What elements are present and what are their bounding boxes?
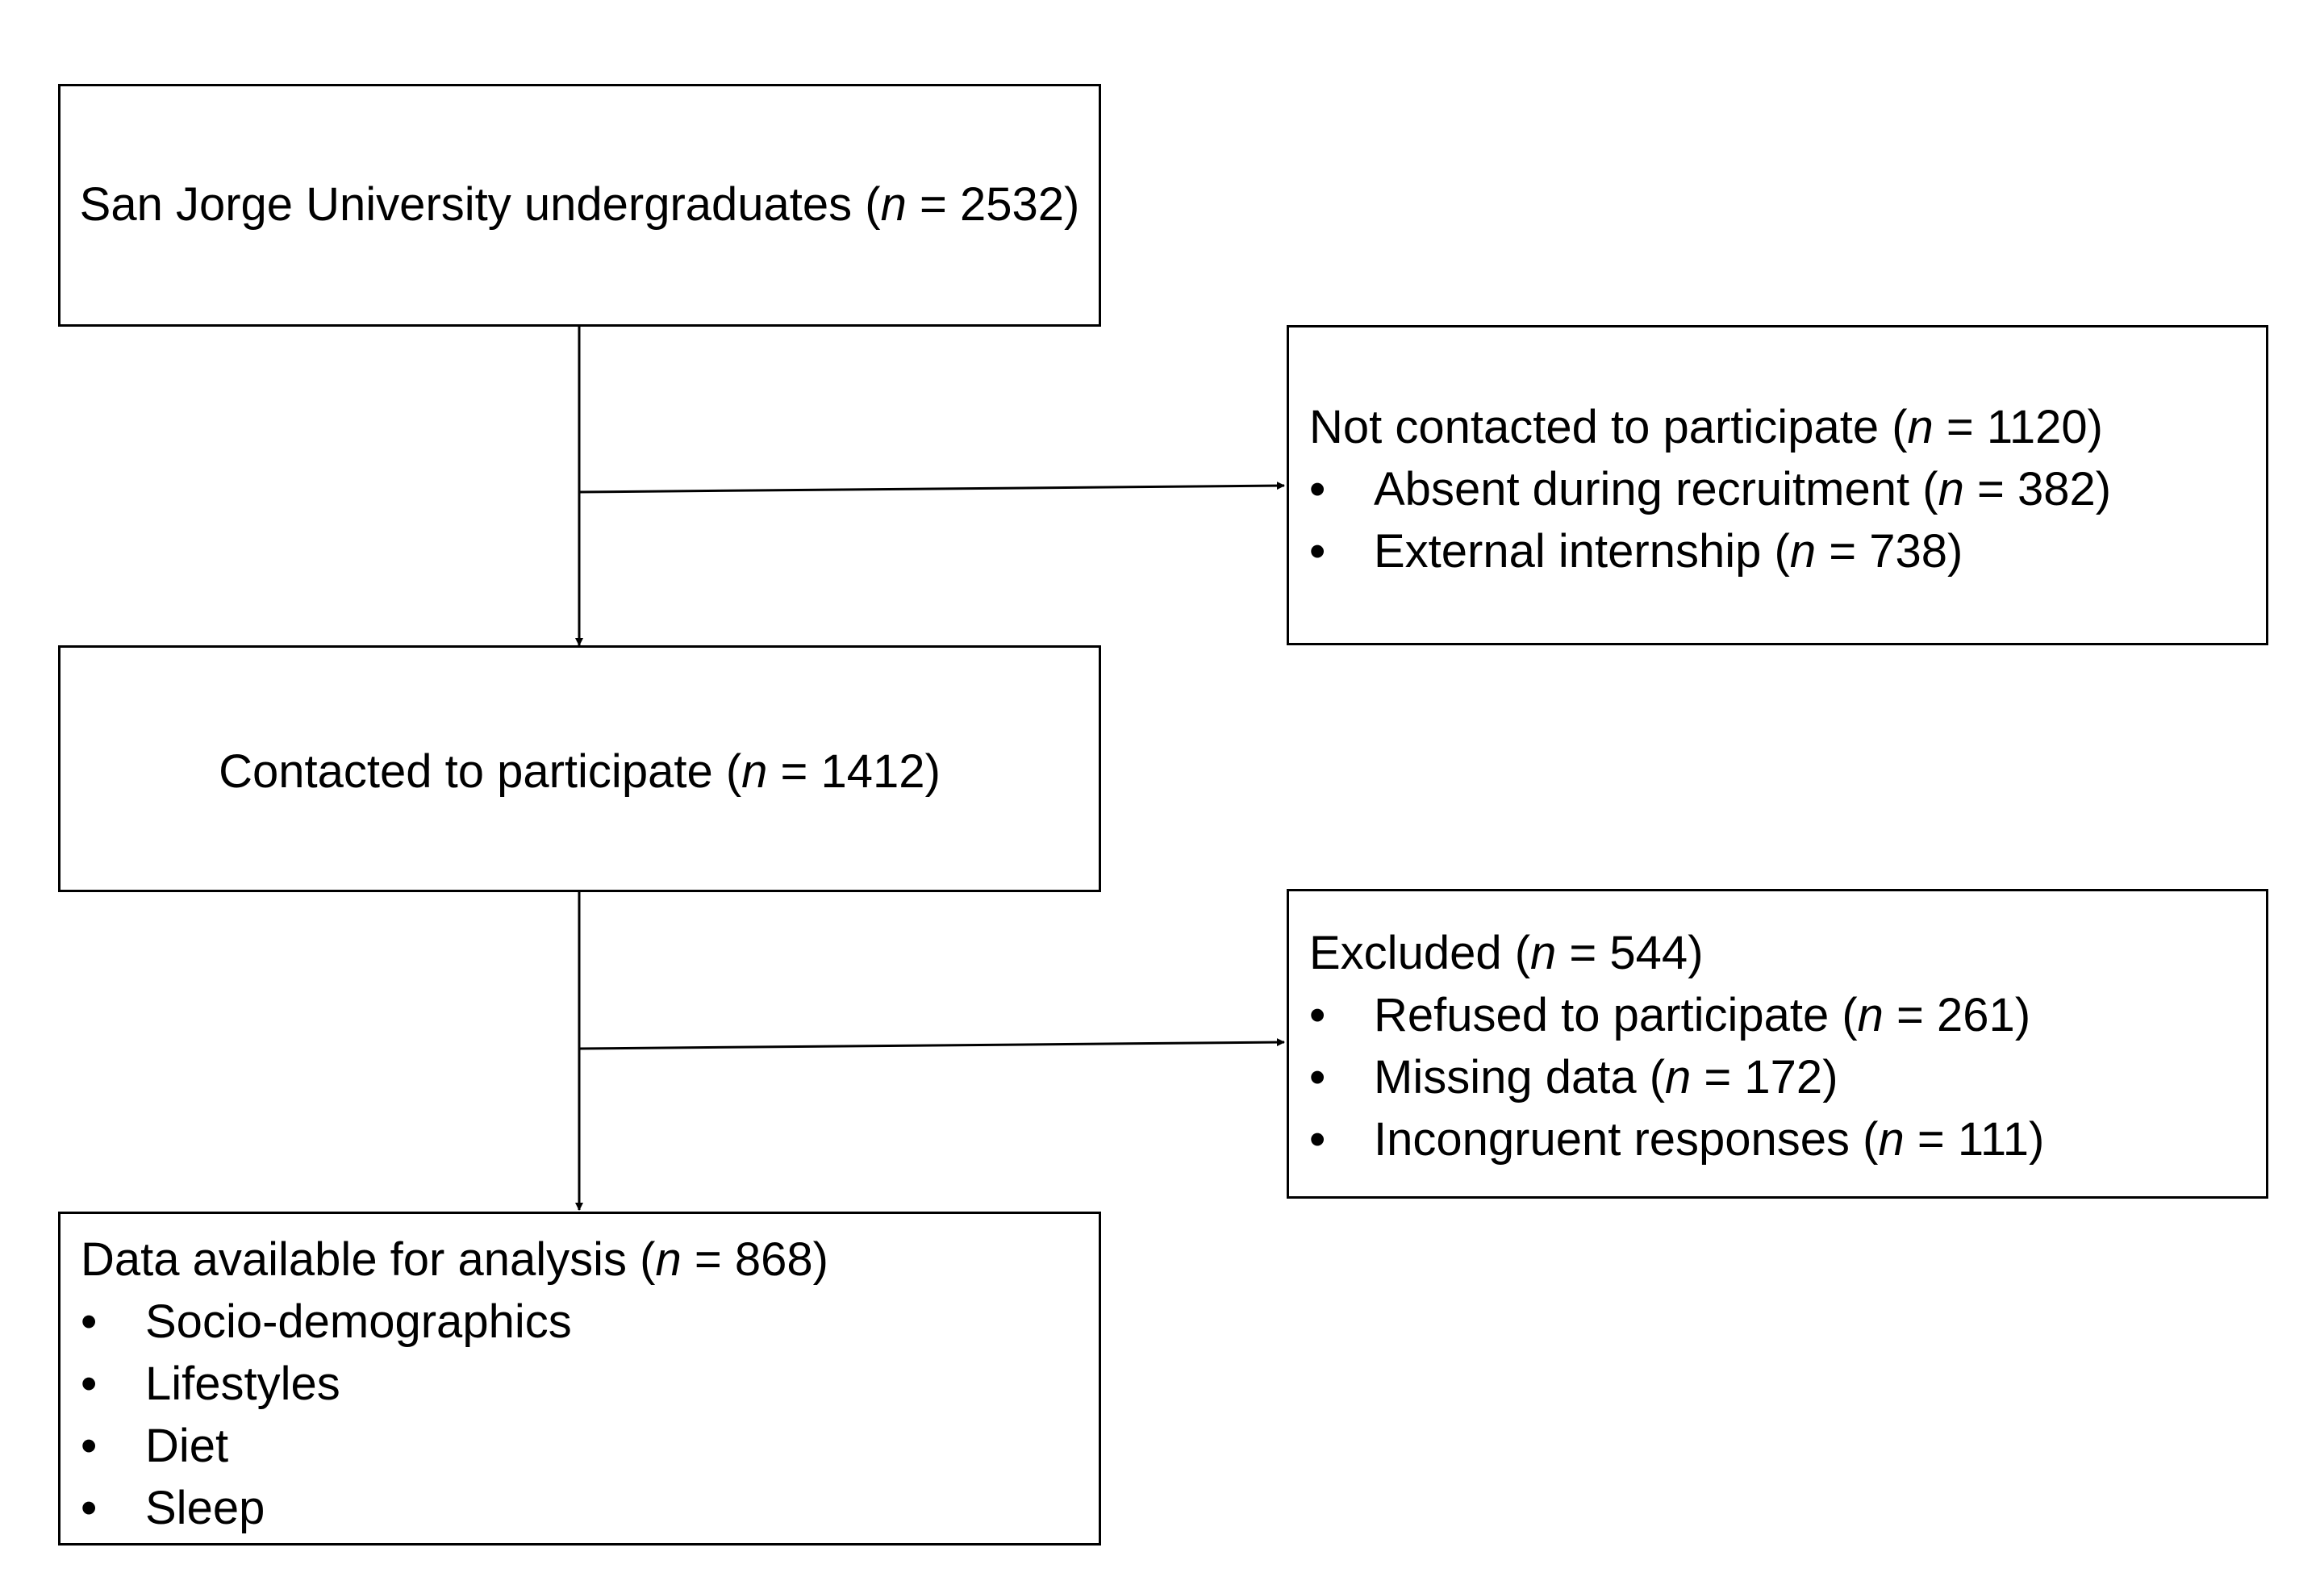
contacted-label: Contacted to participate (n = 1412)	[219, 745, 941, 798]
bullet-icon: •	[1309, 525, 1326, 578]
bullet-icon: •	[1309, 989, 1326, 1041]
bullet-icon: •	[1309, 1113, 1326, 1166]
bullet-icon: •	[81, 1482, 98, 1534]
bullet-icon: •	[81, 1420, 98, 1472]
available-item: Socio-demographics	[145, 1295, 572, 1348]
not-contacted-item-internship: External internship (n = 738)	[1374, 525, 1963, 578]
available-item: Sleep	[145, 1482, 265, 1534]
box-undergraduates: San Jorge University undergraduates (n =…	[58, 84, 1101, 327]
available-item: Diet	[145, 1420, 229, 1472]
excluded-item-refused: Refused to participate (n = 261)	[1374, 989, 2031, 1041]
excluded-item-missing: Missing data (n = 172)	[1374, 1051, 1838, 1103]
undergraduates-label: San Jorge University undergraduates (n =…	[79, 178, 1080, 231]
excluded-title: Excluded (n = 544)	[1309, 927, 1704, 979]
box-contacted: Contacted to participate (n = 1412)	[58, 645, 1101, 892]
excluded-item-incongruent: Incongruent responses (n = 111)	[1374, 1113, 2045, 1166]
box-excluded: Excluded (n = 544) • Refused to particip…	[1287, 889, 2268, 1199]
bullet-icon: •	[81, 1358, 98, 1410]
arrow-to-excluded	[578, 1038, 1285, 1050]
available-item: Lifestyles	[145, 1358, 340, 1410]
box-not-contacted: Not contacted to participate (n = 1120) …	[1287, 325, 2268, 645]
not-contacted-item-absent: Absent during recruitment (n = 382)	[1374, 463, 2112, 515]
not-contacted-title: Not contacted to participate (n = 1120)	[1309, 401, 2103, 453]
available-title: Data available for analysis (n = 868)	[81, 1233, 828, 1286]
bullet-icon: •	[1309, 463, 1326, 515]
bullet-icon: •	[1309, 1051, 1326, 1103]
box-data-available: Data available for analysis (n = 868) • …	[58, 1212, 1101, 1546]
bullet-icon: •	[81, 1295, 98, 1348]
arrow-to-not-contacted	[578, 482, 1285, 494]
